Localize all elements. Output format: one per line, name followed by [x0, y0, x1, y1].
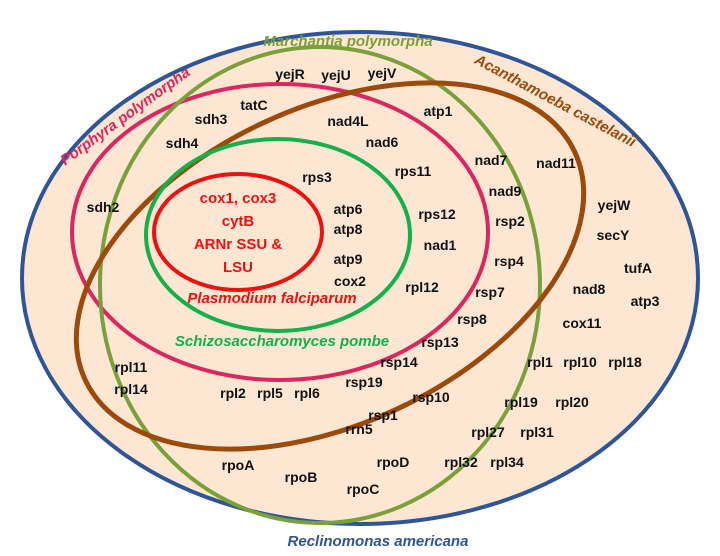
gene-label: atp9: [334, 251, 363, 267]
gene-label: nad4L: [327, 113, 369, 129]
gene-label: rsp10: [412, 389, 450, 405]
gene-label: secY: [597, 227, 630, 243]
marchantia-label: Marchantia polymorpha: [263, 33, 432, 50]
gene-label: nad6: [366, 134, 399, 150]
gene-label: rsp13: [421, 334, 459, 350]
schizosaccharomyces-label: Schizosaccharomyces pombe: [175, 333, 389, 350]
gene-label: rsp1: [368, 407, 398, 423]
reclinomonas-label: Reclinomonas americana: [288, 533, 469, 550]
gene-label: atp8: [334, 221, 363, 237]
gene-label: yejU: [321, 67, 351, 83]
gene-label: rpl32: [444, 454, 478, 470]
plasmodium-ellipse: [152, 172, 324, 292]
gene-label: rpl18: [608, 354, 642, 370]
gene-label: rpl12: [405, 279, 439, 295]
gene-label: rpl6: [294, 385, 320, 401]
gene-label: rsp2: [495, 213, 525, 229]
gene-label: nad9: [489, 183, 522, 199]
gene-label: rps12: [418, 206, 456, 222]
core-gene-label: cox1, cox3: [200, 190, 277, 207]
gene-label: rpl19: [504, 394, 538, 410]
gene-label: rps3: [302, 169, 332, 185]
gene-label: rpl1: [527, 354, 553, 370]
gene-label: sdh3: [195, 111, 228, 127]
gene-label: nad7: [475, 152, 508, 168]
gene-label: rrn5: [345, 421, 372, 437]
gene-label: cox2: [334, 273, 366, 289]
gene-label: sdh4: [166, 135, 199, 151]
gene-label: atp6: [334, 201, 363, 217]
gene-label: rpl27: [471, 424, 505, 440]
gene-label: tatC: [240, 97, 267, 113]
porphyra-ellipse: [70, 82, 490, 382]
gene-label: rpl31: [520, 424, 554, 440]
plasmodium-label: Plasmodium falciparum: [187, 290, 356, 307]
gene-label: atp3: [631, 293, 660, 309]
schizosaccharomyces-ellipse: [144, 137, 412, 333]
gene-label: rsp7: [475, 284, 505, 300]
gene-label: rpoB: [285, 469, 318, 485]
gene-label: rpl10: [563, 354, 597, 370]
gene-label: rsp19: [345, 374, 383, 390]
gene-label: sdh2: [87, 199, 120, 215]
gene-label: rpl34: [490, 454, 524, 470]
gene-label: tufA: [624, 260, 652, 276]
core-gene-label: cytB: [222, 213, 255, 230]
gene-label: rpoD: [377, 454, 410, 470]
gene-label: yejW: [598, 197, 631, 213]
gene-label: rsp14: [380, 354, 418, 370]
gene-label: rpl11: [115, 359, 148, 375]
gene-label: rps11: [395, 163, 432, 179]
gene-label: rpl20: [555, 394, 589, 410]
gene-label: nad1: [424, 237, 457, 253]
gene-label: cox11: [563, 315, 602, 331]
core-gene-label: ARNr SSU &: [194, 236, 283, 253]
gene-label: yejV: [368, 65, 397, 81]
gene-label: nad11: [536, 155, 576, 171]
gene-label: nad8: [573, 281, 606, 297]
gene-label: rpoC: [347, 481, 380, 497]
gene-label: atp1: [424, 103, 453, 119]
gene-label: rpl14: [114, 381, 148, 397]
gene-label: rpoA: [222, 457, 255, 473]
gene-label: rsp8: [457, 311, 487, 327]
gene-label: rpl5: [257, 385, 283, 401]
gene-label: yejR: [275, 66, 305, 82]
core-gene-label: LSU: [223, 259, 253, 276]
marchantia-ellipse: [98, 45, 542, 525]
gene-label: rpl2: [220, 385, 246, 401]
gene-label: rsp4: [494, 253, 524, 269]
acanthamoeba-ellipse: [73, 80, 587, 452]
reclinomonas-ellipse: [20, 30, 700, 526]
